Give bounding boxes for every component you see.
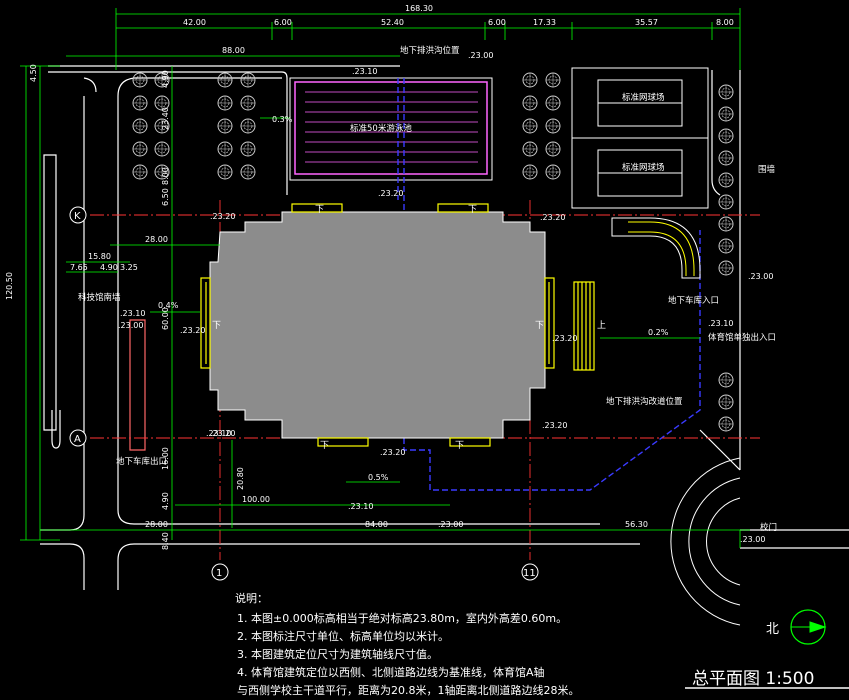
dim-left-seg: 16.00 [161,447,170,470]
dim-top-seg: 52.40 [381,18,404,27]
dim-misc: 0.3% [272,115,293,124]
note-item: 与西侧学校主干道平行，距离为20.8米，1轴距离北侧道路边线28米。 [237,684,580,697]
dim-left-seg: 4.90 [161,70,170,88]
dim-top-seg: 6.00 [488,18,506,27]
garage-in-label: 地下车库入口 [668,295,719,306]
note-item: 1. 本图±0.000标高相当于绝对标高23.80m，室内外高差0.60m。 [237,612,568,625]
dimension-lines [20,8,750,548]
elevation: .23.20 [210,212,235,221]
garage-out-label: 地下车库出口 [116,456,167,467]
elevation: .23.00 [118,321,143,330]
gym-exit-label: 体育馆单独出入口 [708,332,776,343]
axis-k-label: K [74,211,81,222]
drain-top-label: 地下排洪沟位置 [400,45,460,56]
elevation: .23.10 [348,502,373,511]
north-label: 北 [766,622,779,637]
tech-wall-label: 科技馆南墙 [78,292,121,303]
dim-bottom: 28.00 [145,520,168,529]
dim-left-seg: 6.50 [161,188,170,206]
down-marker: 下 [535,321,544,331]
dim-top-seg: 35.57 [635,18,658,27]
dim-left-seg: 8.40 [161,532,170,550]
down-marker: 下 [455,441,464,451]
dim-top-seg: 8.00 [716,18,734,27]
dim-top-seg: 6.00 [274,18,292,27]
axis-1-bubble [211,563,229,581]
dim-left-seg: 4.90 [161,492,170,510]
dim-misc: 0.2% [648,328,669,337]
dim-misc: 20.80 [236,467,245,490]
fence-label: 围墙 [758,164,776,175]
swimming-pool [289,77,493,181]
elevation: .23.10 [352,67,377,76]
dim-left-mid: 4.90 [100,263,118,272]
dim-top-seg: 42.00 [183,18,206,27]
roads [40,65,849,590]
down-marker: 下 [320,441,329,451]
pool-label: 标准50米游泳池 [350,123,412,134]
note-item: 4. 体育馆建筑定位以西侧、北侧道路边线为基准线，体育馆A轴 [237,666,545,679]
notes-heading: 说明： [235,592,268,605]
dim-left-mid: 15.80 [88,252,111,261]
axis-a-bubble [69,429,87,447]
dim-misc: 0.4% [158,301,179,310]
elevation: .23.20 [542,421,567,430]
garage-ramp [611,217,701,279]
north-arrow [790,609,827,645]
elevation: .23.20 [552,334,577,343]
tennis-label-2: 标准网球场 [622,162,665,173]
elevation: .23.00 [438,520,463,529]
axis-11-label: 11 [523,568,536,579]
dim-top-total: 168.30 [405,4,433,13]
gym-building [200,203,595,447]
dim-top-second: 88.00 [222,46,245,55]
elevation: .23.00 [468,51,493,60]
down-marker: 下 [468,205,477,215]
note-item: 2. 本图标注尺寸单位、标高单位均以米计。 [237,630,449,643]
elevation: .23.10 [206,429,231,438]
gate-arc [670,457,741,626]
axis-bubbles [69,206,539,581]
down-marker: 下 [212,321,221,331]
dim-left-seg: 4.50 [29,64,38,82]
dim-left-total: 120.50 [5,272,14,300]
axis-k-bubble [69,206,87,224]
dim-bottom: 56.30 [625,520,648,529]
elevation: .23.20 [540,213,565,222]
dim-left-seg: 23.40 [161,107,170,130]
drawing-title: 总平面图 1:500 [692,669,815,689]
dim-left-seg: 60.00 [161,307,170,330]
down-marker: 下 [315,205,324,215]
elevation: .23.20 [210,429,235,438]
elevation: .23.20 [378,189,403,198]
dim-misc: 28.00 [145,235,168,244]
tennis-courts [571,67,709,209]
elevation: .23.20 [180,326,205,335]
dim-left-mid: 7.65 [70,263,88,272]
axis-1-label: 1 [216,568,222,579]
drain-right-label: 地下排洪沟改道位置 [606,396,683,407]
tennis-label-1: 标准网球场 [622,92,665,103]
elevation: .23.20 [380,448,405,457]
elevation: .23.00 [748,272,773,281]
dim-top-seg: 17.33 [533,18,556,27]
dim-misc: 0.5% [368,473,389,482]
dim-left-mid: 3.25 [120,263,138,272]
axis-a-label: A [74,434,81,445]
dim-left-seg: 8.00 [161,167,170,185]
dim-bottom: 84.00 [365,520,388,529]
elevation: .23.10 [120,309,145,318]
dim-misc: 100.00 [242,495,270,504]
elevation: .23.00 [740,535,765,544]
elevation: .23.10 [708,319,733,328]
axis-11-bubble [521,563,539,581]
up-marker: 上 [597,320,606,331]
gate-label: 校门 [760,522,777,533]
note-item: 3. 本图建筑定位尺寸为建筑轴线尺寸值。 [237,648,438,661]
